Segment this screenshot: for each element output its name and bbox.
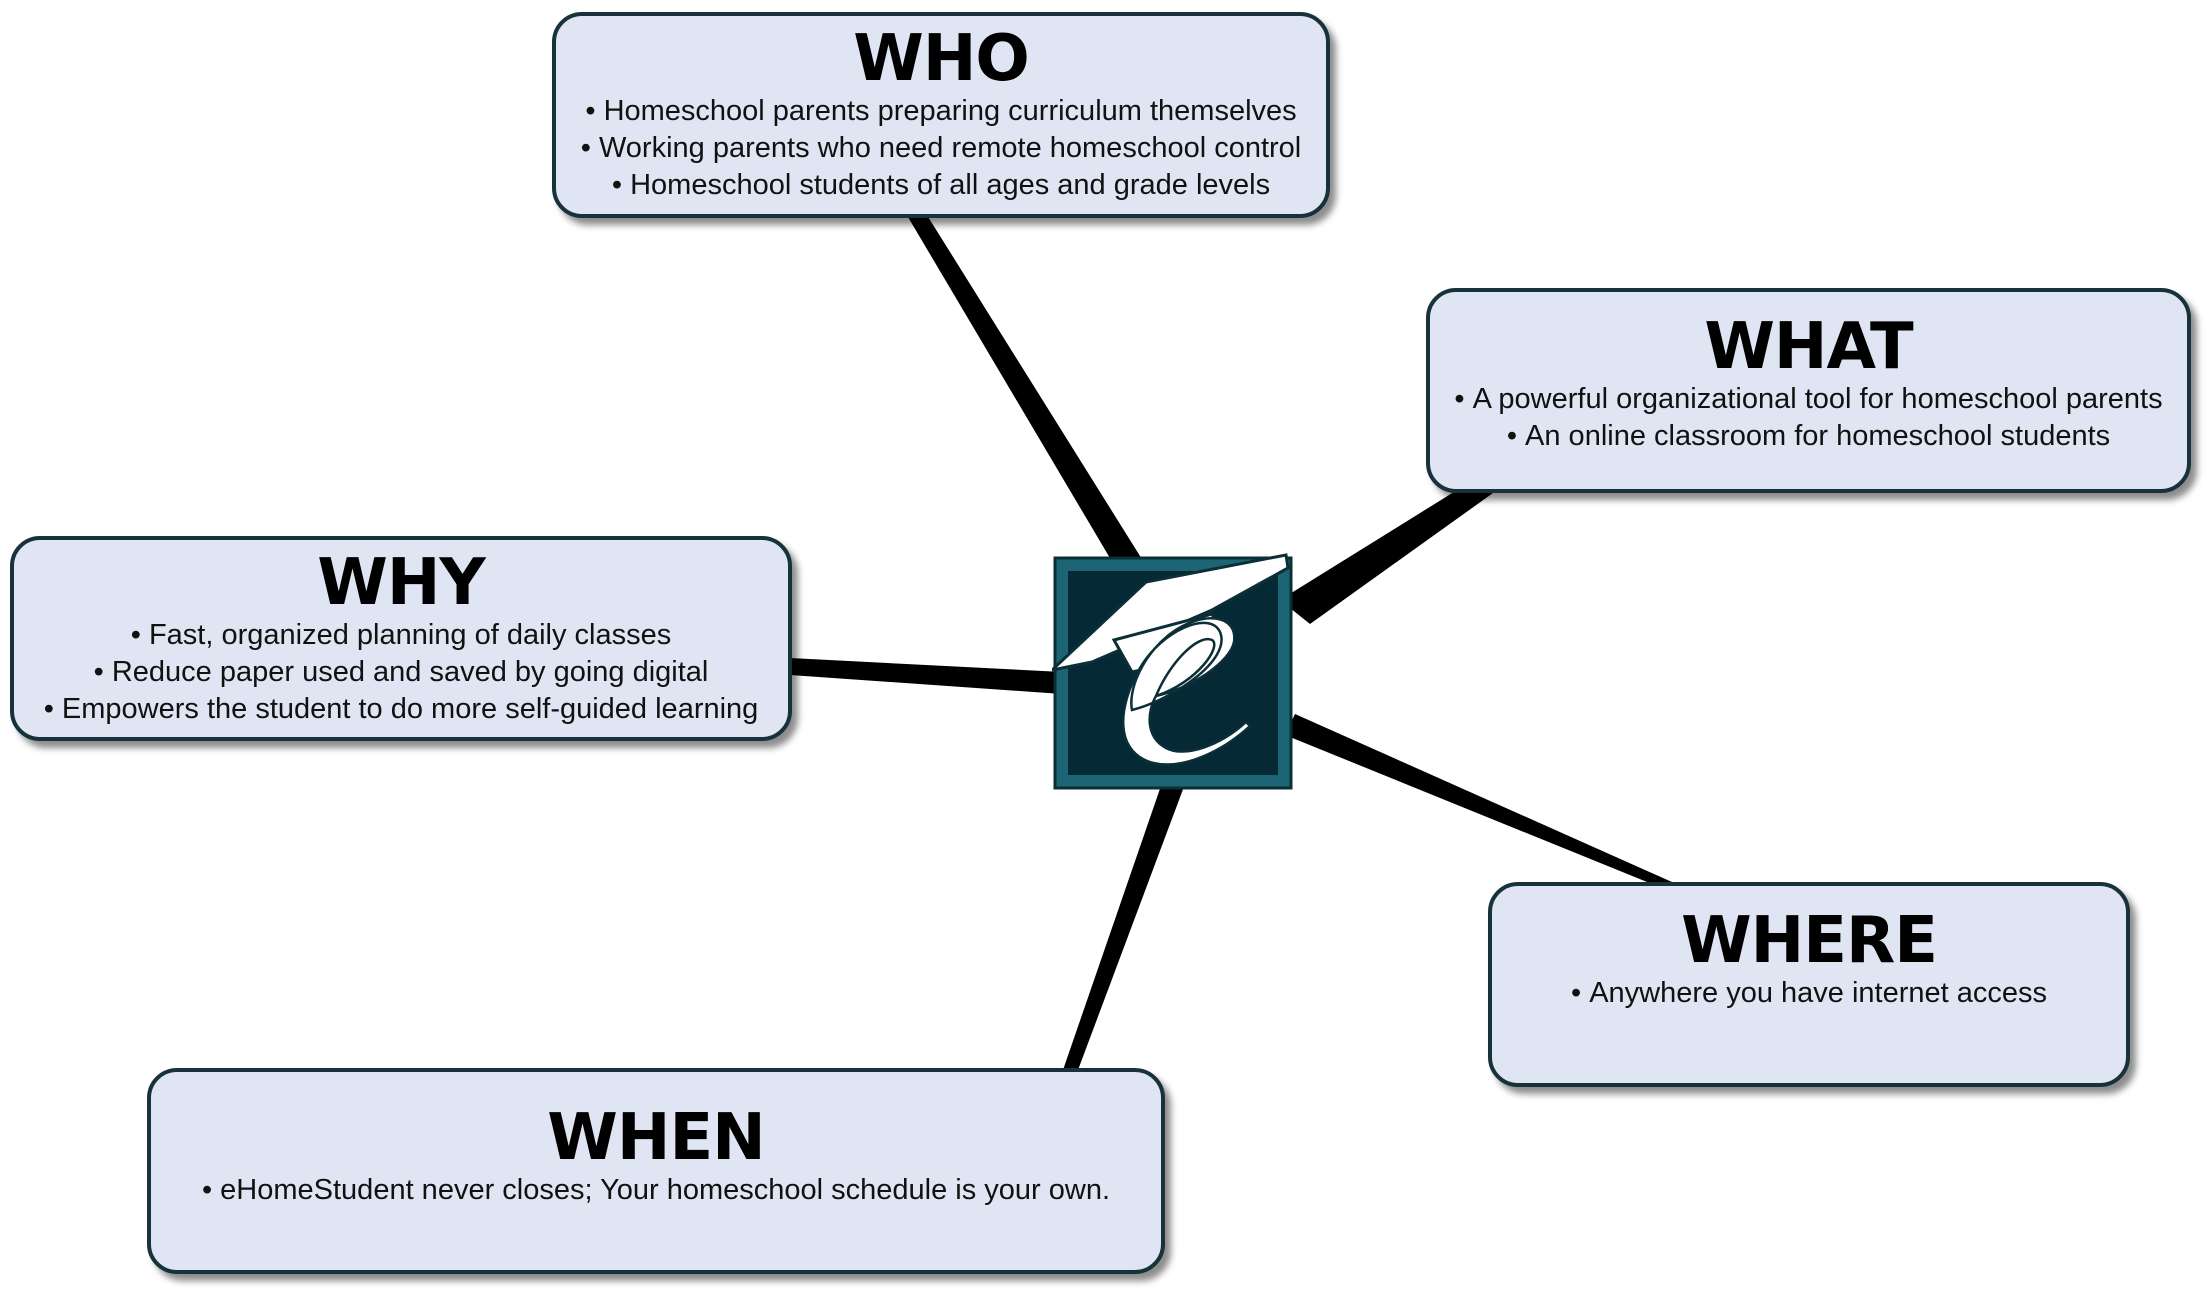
why-bullet: Fast, organized planning of daily classe… [14,617,788,654]
what-bullets: A powerful organizational tool for homes… [1430,381,2187,455]
who-bullet: Working parents who need remote homescho… [556,130,1326,167]
why-bullet: Reduce paper used and saved by going dig… [14,654,788,691]
what-bullet: An online classroom for homeschool stude… [1430,418,2187,455]
who-bullet: Homeschool students of all ages and grad… [556,167,1326,204]
what-bullet: A powerful organizational tool for homes… [1430,381,2187,418]
letter-e-icon [1122,617,1252,766]
who-bullet: Homeschool parents preparing curriculum … [556,93,1326,130]
connector-where [1285,714,1672,884]
ehomestudent-logo-icon [1052,553,1293,790]
where-bullet: Anywhere you have internet access [1492,975,2126,1012]
what-card: WHAT A powerful organizational tool for … [1426,288,2191,493]
who-heading: WHO [853,22,1030,96]
who-bullets: Homeschool parents preparing curriculum … [556,93,1326,204]
who-card: WHO Homeschool parents preparing curricu… [552,12,1330,218]
what-heading: WHAT [1704,310,1913,384]
why-bullet: Empowers the student to do more self-gui… [14,691,788,728]
where-bullets: Anywhere you have internet access [1492,975,2126,1012]
when-bullet: eHomeStudent never closes; Your homescho… [151,1172,1161,1209]
where-heading: WHERE [1681,904,1938,978]
when-card: WHEN eHomeStudent never closes; Your hom… [147,1068,1165,1274]
where-card: WHERE Anywhere you have internet access [1488,882,2130,1087]
why-heading: WHY [317,546,486,620]
when-bullets: eHomeStudent never closes; Your homescho… [151,1172,1161,1209]
connector-when [1063,780,1185,1070]
why-card: WHY Fast, organized planning of daily cl… [10,536,792,741]
connector-why [790,658,1062,694]
mortarboard-icon [1052,553,1290,672]
why-bullets: Fast, organized planning of daily classe… [14,617,788,728]
connector-who [905,212,1150,575]
when-heading: WHEN [547,1101,765,1175]
connector-what [1280,482,1500,624]
